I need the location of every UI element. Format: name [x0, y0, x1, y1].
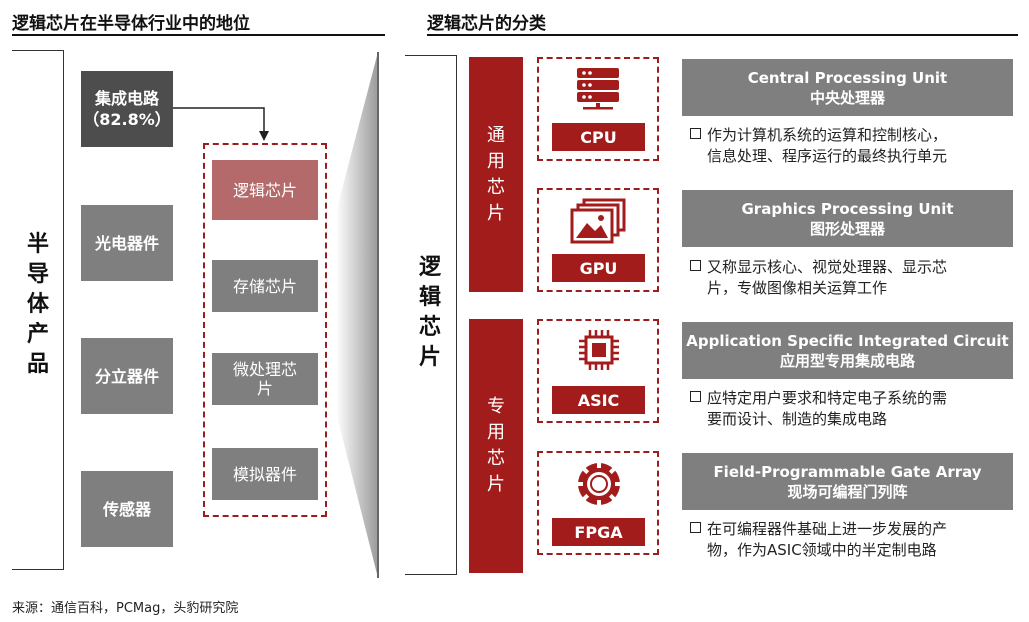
ic-type-label: 存储芯片 — [232, 276, 297, 296]
vertical-char: 芯 — [487, 176, 505, 198]
product-label: 光电器件 — [94, 233, 159, 253]
chip-chinese-name: 现场可编程门列阵 — [787, 482, 908, 501]
chip-card-cpu[interactable] — [537, 57, 659, 161]
left-title: 逻辑芯片在半导体行业中的地位 — [12, 14, 250, 34]
server-icon — [577, 68, 619, 110]
vertical-char: 用 — [487, 422, 505, 443]
ic-type-microprocessor[interactable]: 微处理芯 片 — [212, 353, 318, 405]
desc-line: 又称显示核心、视觉处理器、显示芯 — [707, 258, 948, 276]
group-label: 通用芯片 — [487, 123, 505, 227]
ic-type-label-cont: 片 — [256, 379, 273, 398]
source-note: 来源：通信百科，PCMag，头豹研究院 — [12, 601, 239, 616]
chip-card-asic[interactable] — [537, 319, 659, 423]
ic-type-logic-chip[interactable]: 逻辑芯片 — [212, 160, 318, 220]
chip-desc-gpu: 又称显示核心、视觉处理器、显示芯 片，专做图像相关运算工作 — [690, 257, 1020, 299]
desc-line: 片，专做图像相关运算工作 — [707, 279, 888, 297]
vertical-char: 半 — [26, 232, 49, 257]
left-bracket-bottom — [12, 569, 64, 570]
product-optoelectronic[interactable]: 光电器件 — [81, 205, 173, 281]
desc-line: 物，作为ASIC领域中的半定制电路 — [707, 541, 937, 559]
vertical-char: 片 — [487, 202, 505, 224]
desc-line: 要而设计、制造的集成电路 — [707, 410, 888, 428]
chip-header-asic: Application Specific Integrated Circuit … — [682, 322, 1013, 379]
checkbox-bullet-icon — [690, 391, 701, 402]
product-share: （82.8%） — [83, 110, 171, 129]
vertical-char: 用 — [487, 150, 505, 172]
chip-desc-asic: 应特定用户要求和特定电子系统的需 要而设计、制造的集成电路 — [690, 388, 1020, 430]
product-sensor[interactable]: 传感器 — [81, 471, 173, 547]
left-title-rule — [12, 34, 385, 36]
chip-label-cpu: CPU — [552, 123, 645, 151]
chip-label-gpu: GPU — [552, 254, 645, 282]
left-bracket-top — [12, 50, 64, 51]
vertical-char: 片 — [418, 345, 441, 370]
vertical-text: 半导体产品 — [27, 230, 49, 380]
ic-type-label: 模拟器件 — [232, 464, 297, 484]
ic-type-label: 逻辑芯片 — [232, 180, 297, 200]
chip-label-asic: ASIC — [552, 386, 645, 414]
chip-chinese-name: 图形处理器 — [809, 219, 885, 238]
vertical-char: 片 — [487, 474, 505, 495]
vertical-char: 导 — [26, 262, 49, 287]
ic-type-analog-device[interactable]: 模拟器件 — [212, 448, 318, 500]
chip-chinese-name: 中央处理器 — [809, 88, 885, 107]
vertical-char: 辑 — [418, 285, 441, 310]
checkbox-bullet-icon — [690, 260, 701, 271]
chip-english-name: Application Specific Integrated Circuit — [686, 331, 1009, 350]
right-title: 逻辑芯片的分类 — [427, 14, 546, 34]
chip-english-name: Graphics Processing Unit — [741, 199, 954, 218]
chip-header-gpu: Graphics Processing Unit 图形处理器 — [682, 190, 1013, 247]
microchip-icon — [579, 330, 619, 370]
ic-type-label: 微处理芯 — [232, 360, 297, 379]
chip-header-cpu: Central Processing Unit 中央处理器 — [682, 59, 1013, 116]
vertical-char: 芯 — [418, 315, 441, 340]
ic-type-memory-chip[interactable]: 存储芯片 — [212, 260, 318, 312]
chip-card-fpga[interactable] — [537, 451, 659, 555]
image-gallery-icon — [570, 198, 626, 244]
chip-english-name: Field-Programmable Gate Array — [713, 462, 982, 481]
group-general-purpose: 通用芯片 — [469, 57, 523, 292]
vertical-text: 逻辑芯片 — [419, 253, 441, 373]
group-label: 专用芯片 — [487, 394, 505, 498]
product-discrete[interactable]: 分立器件 — [81, 338, 173, 414]
logic-chip-label: 逻辑芯片 — [414, 253, 446, 373]
gear-ring-icon — [577, 462, 621, 506]
product-label: 传感器 — [102, 499, 151, 519]
checkbox-bullet-icon — [690, 128, 701, 139]
vertical-char: 逻 — [418, 255, 441, 280]
vertical-char: 品 — [26, 352, 49, 377]
vertical-char: 专 — [487, 396, 505, 417]
right-bracket-bottom — [405, 574, 457, 575]
right-title-rule — [427, 34, 1018, 36]
left-bracket-line — [63, 50, 64, 570]
vertical-char: 芯 — [487, 448, 505, 469]
chip-english-name: Central Processing Unit — [747, 68, 948, 87]
chip-desc-cpu: 作为计算机系统的运算和控制核心， 信息处理、程序运行的最终执行单元 — [690, 125, 1020, 167]
product-label: 分立器件 — [94, 366, 159, 386]
chip-header-fpga: Field-Programmable Gate Array 现场可编程门列阵 — [682, 453, 1013, 510]
chip-chinese-name: 应用型专用集成电路 — [779, 351, 915, 370]
chip-label-fpga: FPGA — [552, 518, 645, 546]
connector-arrow-icon — [173, 107, 269, 141]
chip-desc-fpga: 在可编程器件基础上进一步发展的产 物，作为ASIC领域中的半定制电路 — [690, 519, 1020, 561]
checkbox-bullet-icon — [690, 522, 701, 533]
right-bracket-line — [456, 55, 457, 575]
semiconductor-products-label: 半导体产品 — [22, 230, 54, 380]
vertical-char: 产 — [26, 322, 49, 347]
chip-card-gpu[interactable] — [537, 188, 659, 292]
product-label: 集成电路 — [94, 89, 159, 108]
desc-line: 信息处理、程序运行的最终执行单元 — [707, 147, 948, 165]
vertical-char: 体 — [26, 292, 49, 317]
ic-types-container — [203, 143, 327, 517]
group-application-specific: 专用芯片 — [469, 319, 523, 573]
product-integrated-circuit[interactable]: 集成电路 （82.8%） — [81, 71, 173, 147]
zoom-wedge-icon — [336, 52, 379, 578]
right-bracket-top — [405, 55, 457, 56]
vertical-char: 通 — [487, 124, 505, 146]
desc-line: 应特定用户要求和特定电子系统的需 — [707, 389, 948, 407]
desc-line: 在可编程器件基础上进一步发展的产 — [707, 520, 948, 538]
desc-line: 作为计算机系统的运算和控制核心， — [707, 126, 948, 144]
